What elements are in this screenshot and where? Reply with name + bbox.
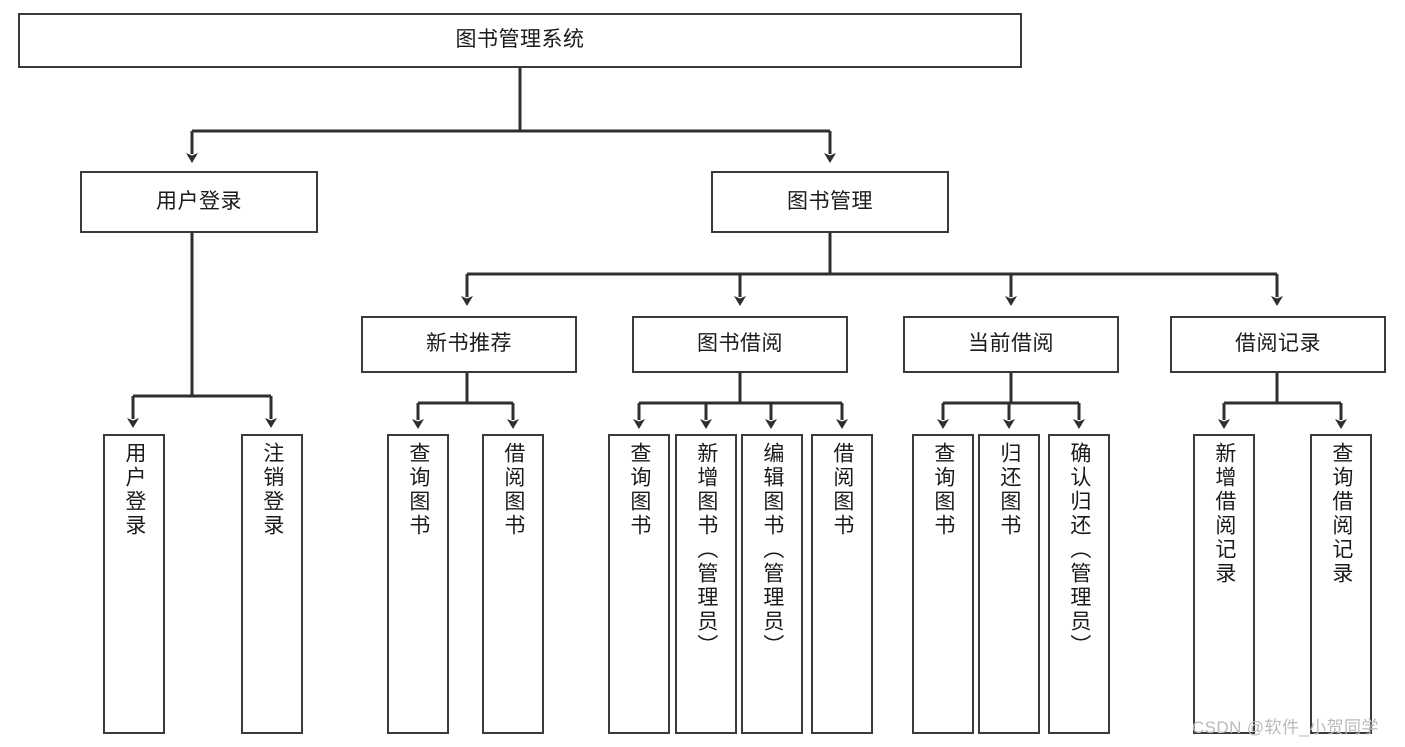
node-label: 借阅图书 — [830, 442, 854, 538]
leaf-edit-book-admin[interactable]: 编辑图书（管理员） — [741, 434, 803, 734]
node-label: 借阅记录 — [1235, 332, 1321, 356]
leaf-query-book-current[interactable]: 查询图书 — [912, 434, 974, 734]
leaf-add-borrow-record[interactable]: 新增借阅记录 — [1193, 434, 1255, 734]
node-label: 用户登录 — [156, 189, 242, 213]
node-label: 确认归还（管理员） — [1067, 442, 1091, 658]
node-label: 查询借阅记录 — [1329, 442, 1353, 586]
node-label: 新书推荐 — [426, 332, 512, 356]
node-user-login[interactable]: 用户登录 — [80, 171, 318, 233]
node-label: 归还图书 — [997, 442, 1021, 538]
node-label: 查询图书 — [406, 442, 430, 538]
node-label: 查询图书 — [931, 442, 955, 538]
node-label: 借阅图书 — [501, 442, 525, 538]
node-book-borrow[interactable]: 图书借阅 — [632, 316, 848, 373]
leaf-add-book-admin[interactable]: 新增图书（管理员） — [675, 434, 737, 734]
leaf-query-borrow-record[interactable]: 查询借阅记录 — [1310, 434, 1372, 734]
leaf-return-book[interactable]: 归还图书 — [978, 434, 1040, 734]
leaf-borrow-book-recommend[interactable]: 借阅图书 — [482, 434, 544, 734]
leaf-query-book-recommend[interactable]: 查询图书 — [387, 434, 449, 734]
node-root-book-management-system[interactable]: 图书管理系统 — [18, 13, 1022, 68]
node-label: 注销登录 — [260, 442, 284, 538]
node-label: 用户登录 — [122, 442, 146, 538]
node-label: 当前借阅 — [968, 332, 1054, 356]
node-book-management[interactable]: 图书管理 — [711, 171, 949, 233]
leaf-confirm-return-admin[interactable]: 确认归还（管理员） — [1048, 434, 1110, 734]
csdn-watermark: CSDN @软件_小贺同学 — [1192, 718, 1379, 737]
leaf-query-book-borrow[interactable]: 查询图书 — [608, 434, 670, 734]
node-new-book-recommend[interactable]: 新书推荐 — [361, 316, 577, 373]
node-borrow-records[interactable]: 借阅记录 — [1170, 316, 1386, 373]
leaf-logout[interactable]: 注销登录 — [241, 434, 303, 734]
node-label: 图书借阅 — [697, 332, 783, 356]
leaf-borrow-book[interactable]: 借阅图书 — [811, 434, 873, 734]
node-label: 编辑图书（管理员） — [760, 442, 784, 658]
node-label: 图书管理系统 — [455, 28, 585, 52]
node-label: 新增图书（管理员） — [694, 442, 718, 658]
leaf-user-login[interactable]: 用户登录 — [103, 434, 165, 734]
node-label: 图书管理 — [787, 189, 873, 213]
node-label: 查询图书 — [627, 442, 651, 538]
node-current-borrow[interactable]: 当前借阅 — [903, 316, 1119, 373]
node-label: 新增借阅记录 — [1212, 442, 1236, 586]
